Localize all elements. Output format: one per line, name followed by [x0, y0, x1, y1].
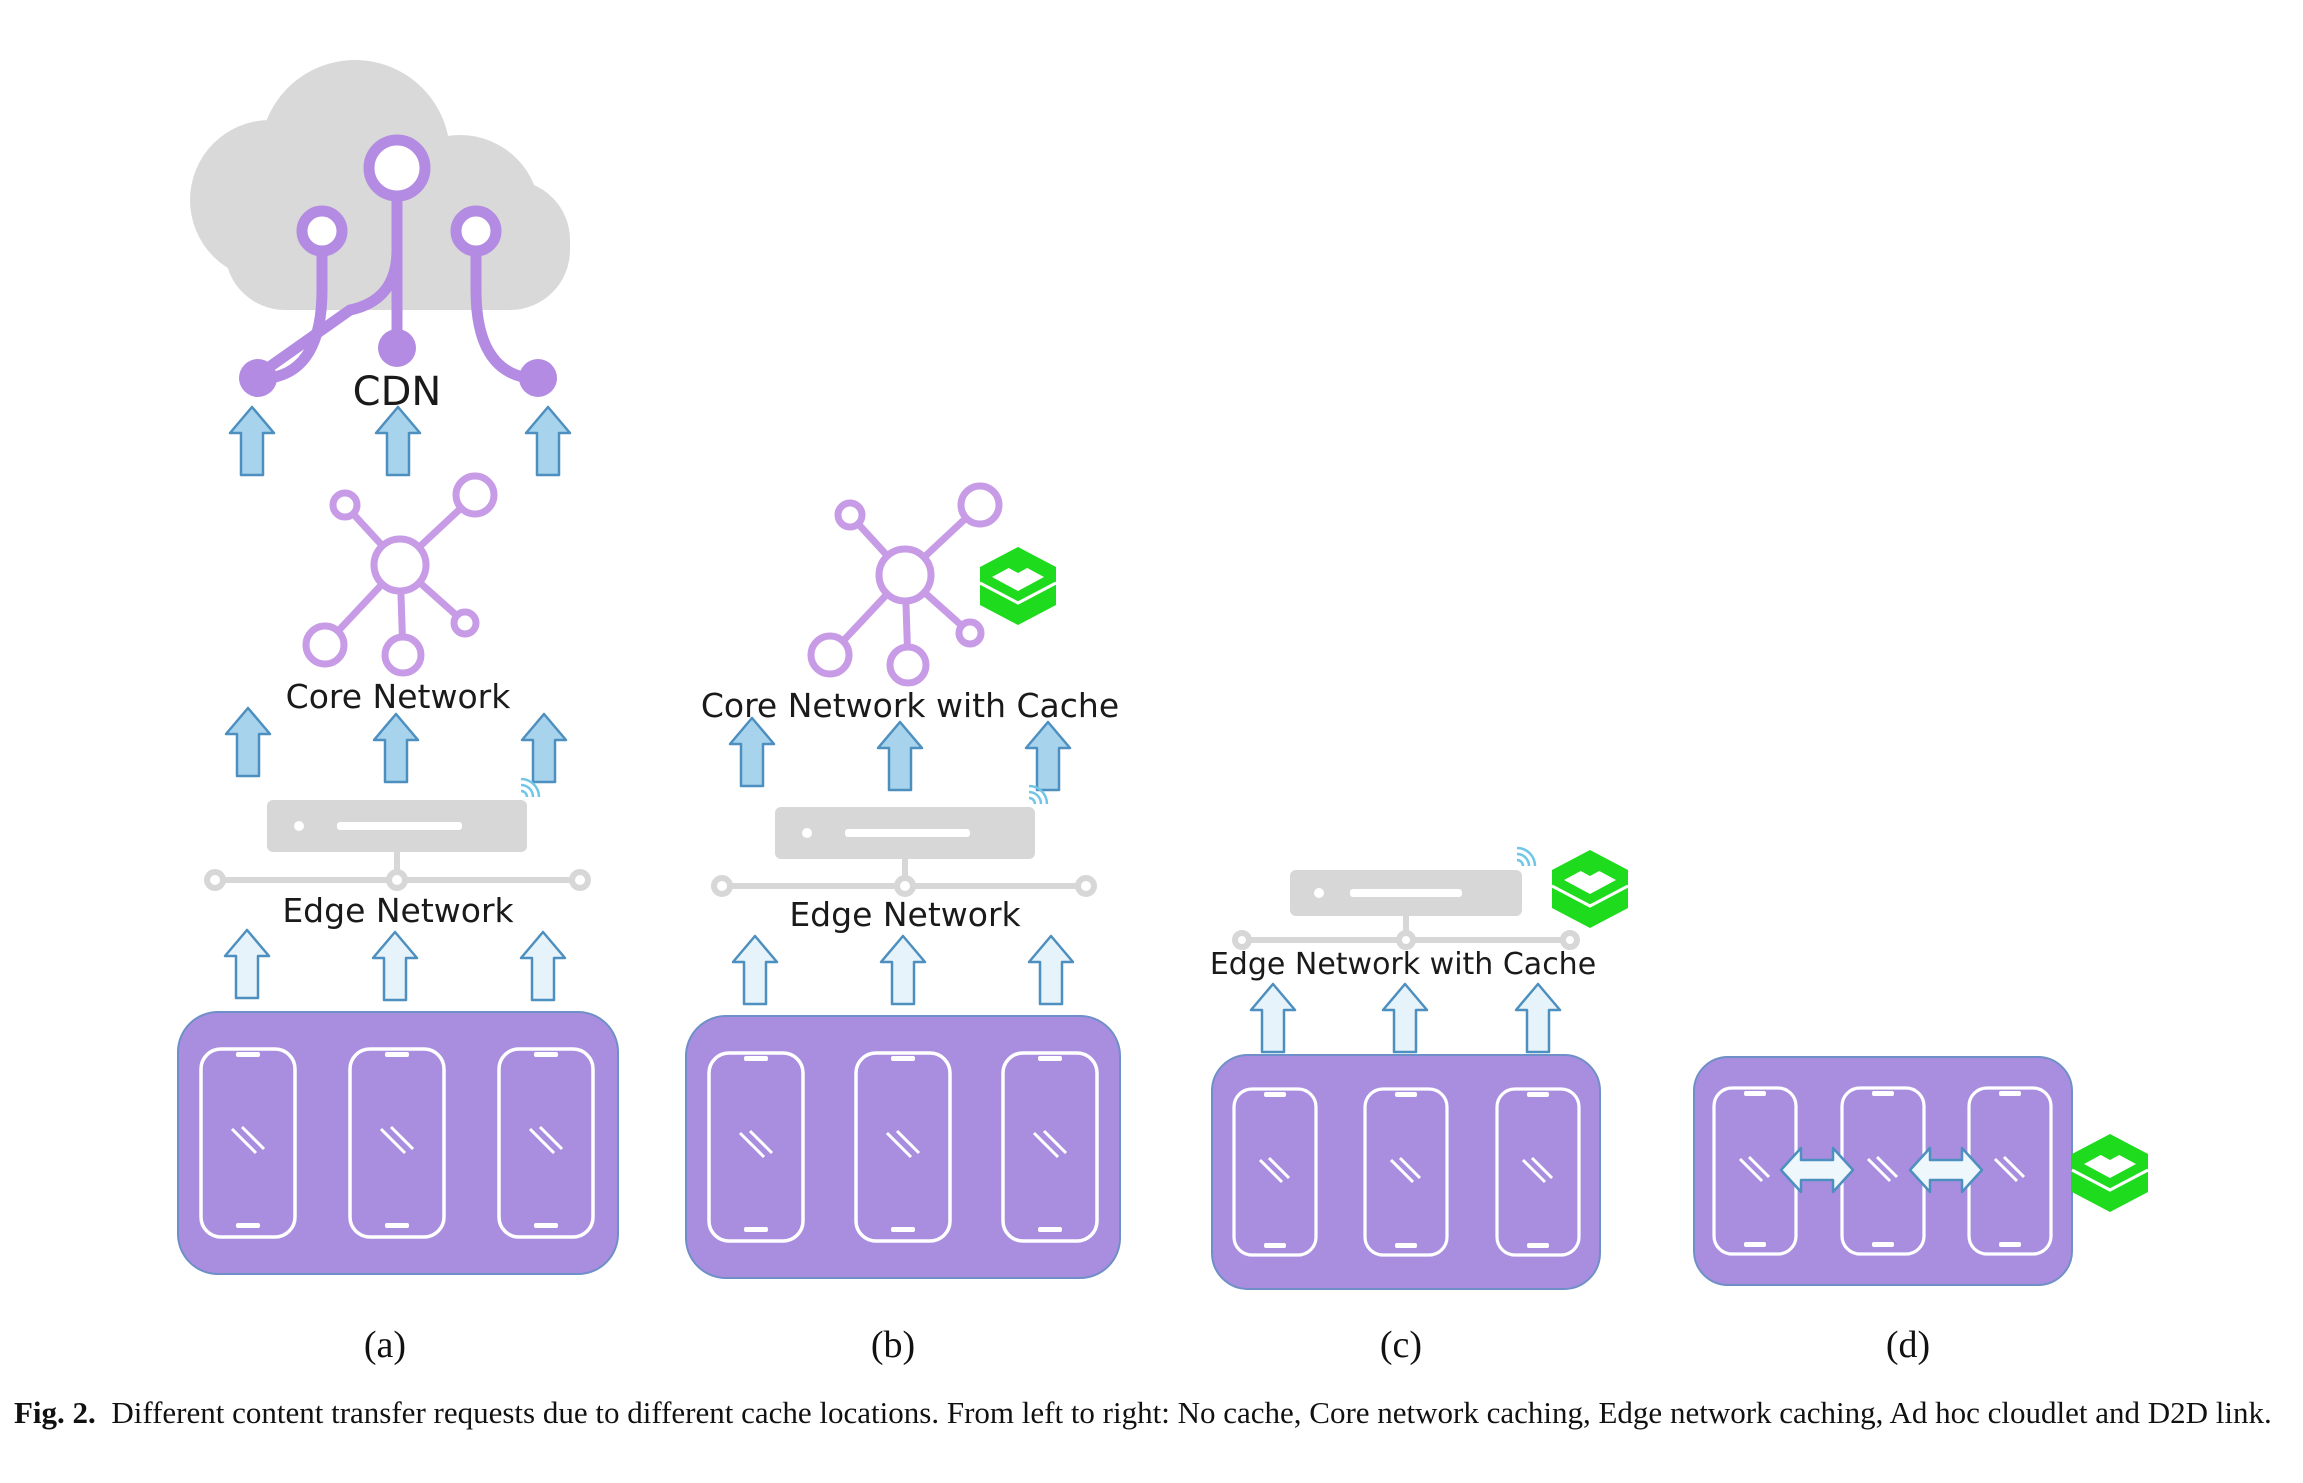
device-group [1211, 1054, 1601, 1290]
caption-prefix: Fig. 2. [14, 1395, 96, 1430]
request-arrow [519, 930, 567, 1002]
request-arrow [371, 930, 419, 1002]
core-network-icon [811, 486, 999, 683]
router-icon [1290, 870, 1522, 916]
request-arrow [228, 405, 276, 477]
router-icon [267, 800, 527, 852]
figure-caption: Fig. 2. Different content transfer reque… [14, 1392, 2284, 1433]
device-group [177, 1011, 619, 1275]
request-arrow [1027, 934, 1075, 1006]
request-arrow [224, 706, 272, 778]
edge-bus [204, 852, 591, 891]
panel-label-d: (d) [1886, 1324, 1930, 1366]
request-arrow [1381, 982, 1429, 1054]
panel-label-c: (c) [1380, 1324, 1422, 1366]
panel-d: (d) [1693, 1056, 2150, 1366]
request-arrow [876, 720, 924, 792]
request-arrow [372, 712, 420, 784]
request-arrow [524, 405, 572, 477]
wifi-icon [1515, 846, 1537, 868]
panel-b: Core Network with Cache Edge Network (b) [685, 486, 1121, 1366]
edge-network-label: Edge Network [282, 891, 514, 930]
request-arrow [879, 934, 927, 1006]
edge-bus [711, 859, 1097, 897]
request-arrow [731, 934, 779, 1006]
request-arrow [728, 716, 776, 788]
cdn-network-icon [254, 170, 530, 384]
request-arrow [1024, 720, 1072, 792]
request-arrow [520, 712, 568, 784]
core-network-label: Core Network [286, 677, 512, 716]
edge-network-cache-label: Edge Network with Cache [1210, 947, 1596, 982]
panel-a: CDN Core Network Edge Network (a) [177, 60, 619, 1366]
panel-label-b: (b) [871, 1324, 915, 1366]
core-network-cache-label: Core Network with Cache [701, 686, 1119, 725]
request-arrow [1249, 982, 1297, 1054]
cache-icon [1550, 848, 1630, 930]
panel-label-a: (a) [364, 1324, 406, 1366]
cache-icon [978, 545, 1058, 627]
edge-bus [1232, 916, 1580, 950]
edge-network-label: Edge Network [789, 895, 1021, 934]
request-arrow [1514, 982, 1562, 1054]
panel-c: Edge Network with Cache (c) [1210, 846, 1630, 1366]
caption-text: Different content transfer requests due … [111, 1395, 2272, 1430]
request-arrow [223, 928, 271, 1000]
router-icon [775, 807, 1035, 859]
request-arrow [374, 405, 422, 477]
cache-icon [2070, 1132, 2150, 1214]
core-network-icon [306, 476, 494, 673]
